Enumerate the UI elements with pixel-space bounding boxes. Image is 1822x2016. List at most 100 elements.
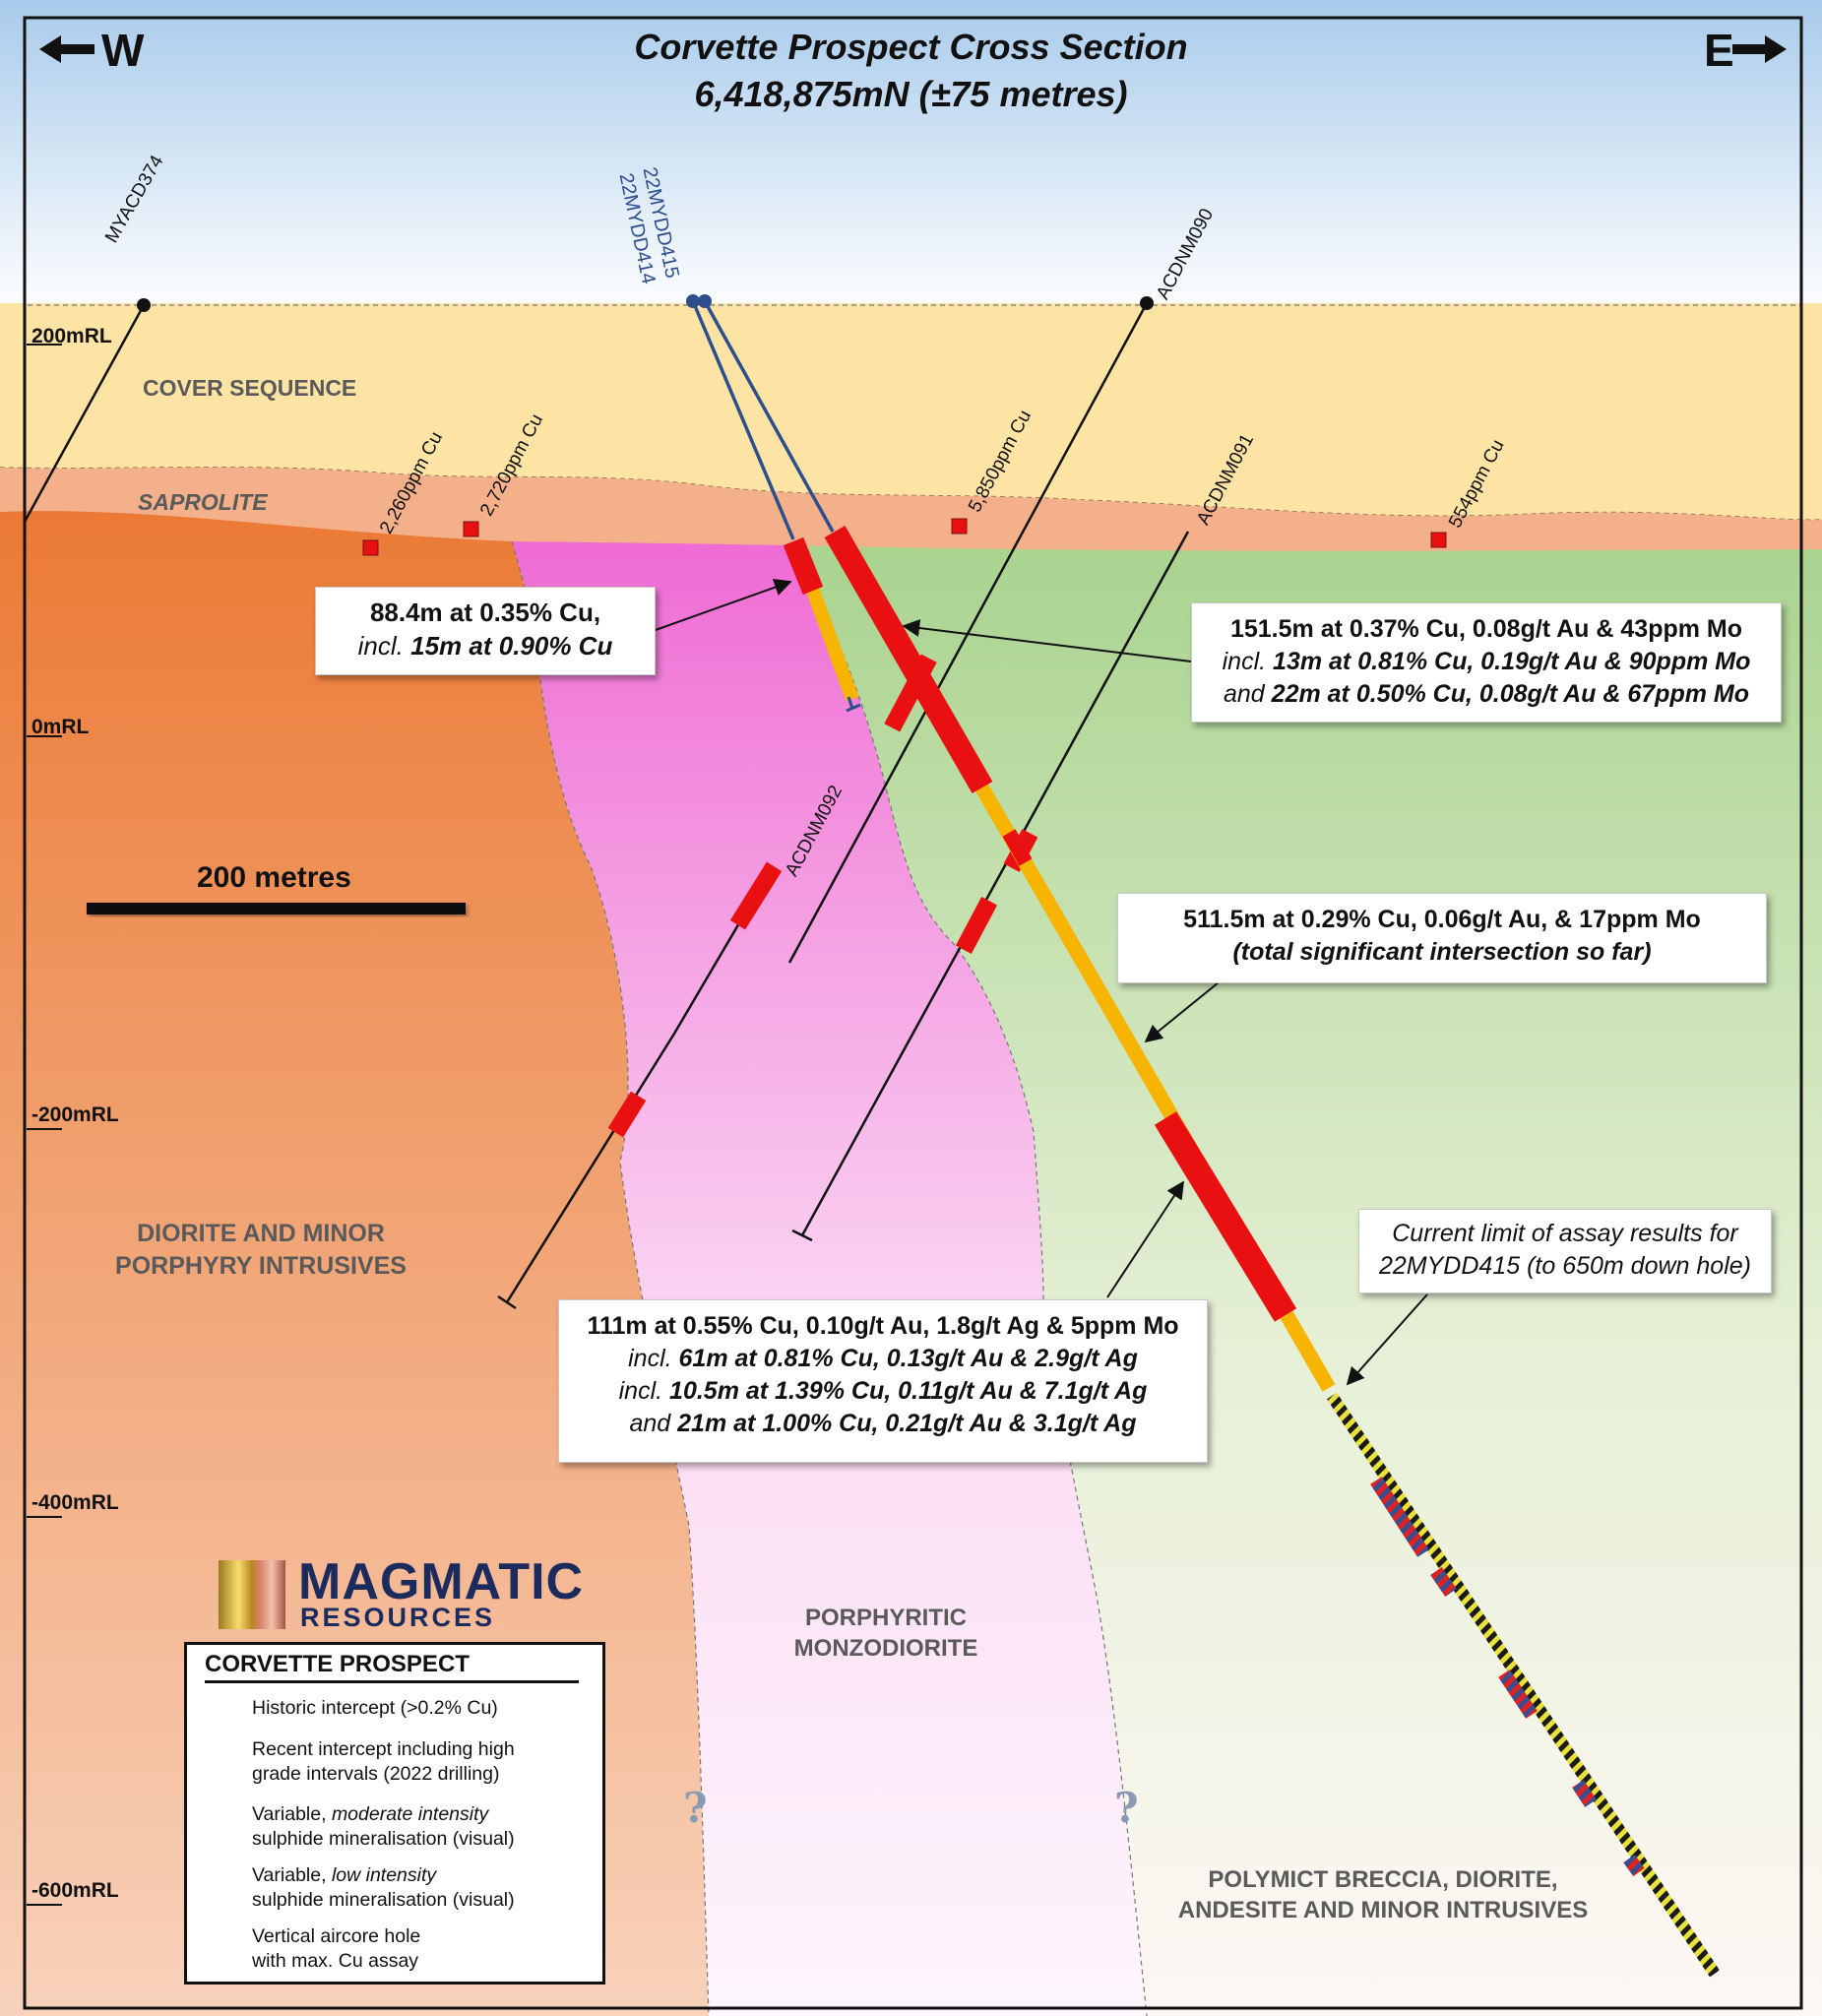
hole-end-acdnm092 — [497, 1294, 517, 1310]
collar-22mydd415 — [698, 294, 712, 308]
aircore-hole — [463, 521, 479, 537]
label-breccia-line1: POLYMICT BRECCIA, DIORITE, — [1208, 1866, 1558, 1893]
callout-assay-limit-line1: Current limit of assay results for — [1392, 1220, 1738, 1247]
legend-aircore: Vertical aircore hole with max. Cu assay — [252, 1924, 420, 1975]
cover-sequence — [0, 303, 1822, 527]
legend-historic: Historic intercept (>0.2% Cu) — [252, 1697, 498, 1719]
rl-label-0: 0mRL — [31, 716, 90, 738]
callout-arrow — [1346, 1293, 1428, 1386]
callout-22mydd415-lower-incl1: incl. — [628, 1345, 672, 1372]
legend-low-intensity: low intensity — [331, 1864, 437, 1886]
scale-bar-label: 200 metres — [197, 861, 351, 894]
logo-mark — [219, 1560, 285, 1629]
label-breccia: POLYMICT BRECCIA, DIORITE, ANDESITE AND … — [1166, 1864, 1600, 1925]
hole-end-22mydd414 — [847, 696, 854, 710]
callout-assay-limit: Current limit of assay results for 22MYD… — [1358, 1209, 1772, 1293]
legend-title: CORVETTE PROSPECT — [205, 1651, 579, 1683]
hole-acdnm092 — [505, 1033, 676, 1303]
label-monzodiorite-line2: MONZODIORITE — [793, 1635, 978, 1663]
callout-arrow — [902, 619, 1192, 662]
legend-recent: Recent intercept including high grade in… — [252, 1737, 515, 1788]
callout-22mydd415-lower-line1: 111m at 0.55% Cu, 0.10g/t Au, 1.8g/t Ag … — [587, 1312, 1179, 1340]
label-breccia-line2: ANDESITE AND MINOR INTRUSIVES — [1177, 1897, 1589, 1924]
intercept-22mydd415-red — [1002, 829, 1033, 866]
legend-moderate-line2: sulphide mineralisation (visual) — [252, 1828, 515, 1851]
callout-arrow — [655, 578, 792, 631]
hole-acdnm091 — [800, 531, 1190, 1236]
callout-22mydd415-upper-line1: 151.5m at 0.37% Cu, 0.08g/t Au & 43ppm M… — [1229, 615, 1743, 643]
saprolite-base — [0, 467, 1822, 551]
collar-22mydd414 — [686, 294, 700, 308]
intercept-22mydd415-red — [824, 526, 993, 793]
callout-22mydd414-incl: incl. — [357, 631, 404, 662]
historic-intercept — [607, 1091, 647, 1138]
moderate-intensity-sulphide — [1572, 1780, 1597, 1807]
legend-low: Variable, low intensity sulphide mineral… — [252, 1863, 515, 1914]
legend-moderate: Variable, moderate intensity sulphide mi… — [252, 1802, 515, 1853]
rl-label-neg200: -200mRL — [31, 1103, 119, 1126]
legend-aircore-line1: Vertical aircore hole — [252, 1925, 421, 1947]
aircore-hole — [362, 539, 379, 556]
callout-22mydd415-lower-and: and — [629, 1410, 671, 1437]
legend: CORVETTE PROSPECT Historic intercept (>0… — [184, 1642, 605, 1984]
collar-myacd374 — [137, 298, 151, 312]
east-label: E — [1704, 25, 1734, 76]
callout-22mydd415-upper-and: and — [1224, 680, 1265, 708]
east-arrow-icon — [1732, 35, 1787, 63]
callout-22mydd414-line2: 15m at 0.90% Cu — [410, 631, 613, 662]
west-label: W — [101, 25, 145, 76]
legend-low-pre: Variable, — [252, 1864, 327, 1886]
label-diorite-line2: PORPHYRY INTRUSIVES — [115, 1251, 407, 1280]
logo-resources: RESOURCES — [300, 1603, 496, 1632]
aircore-hole — [1430, 532, 1447, 548]
label-monzodiorite: PORPHYRITIC MONZODIORITE — [748, 1603, 1024, 1664]
hole-22mydd415 — [703, 300, 835, 533]
intercept-22mydd414-red — [783, 536, 824, 596]
unknown-contact-east: ? — [1114, 1784, 1139, 1832]
moderate-intensity-sulphide — [1623, 1854, 1645, 1877]
callout-22mydd415-lower-line3: 10.5m at 1.39% Cu, 0.11g/t Au & 7.1g/t A… — [669, 1377, 1148, 1405]
legend-moderate-intensity: moderate intensity — [331, 1803, 489, 1825]
contact-line-west — [511, 540, 710, 2016]
aircore-hole — [951, 518, 968, 535]
historic-intercept — [955, 897, 998, 954]
collar-acdnm090 — [1140, 296, 1154, 310]
callout-22mydd415-lower-line4: 21m at 1.00% Cu, 0.21g/t Au & 3.1g/t Ag — [677, 1410, 1137, 1437]
sky — [0, 0, 1822, 315]
moderate-intensity-sulphide — [1498, 1670, 1538, 1719]
callout-22mydd415-upper-line3: 22m at 0.50% Cu, 0.08g/t Au & 67ppm Mo — [1271, 680, 1749, 708]
hole-end-acdnm091 — [791, 1228, 813, 1242]
callout-arrow — [1106, 1180, 1184, 1298]
west-arrow-icon — [39, 35, 94, 63]
hole-acdnm090 — [787, 302, 1149, 964]
callout-22mydd414: 88.4m at 0.35% Cu, incl. 15m at 0.90% Cu — [315, 587, 656, 675]
legend-moderate-pre: Variable, — [252, 1803, 327, 1825]
callout-assay-limit-line2: 22MYDD415 (to 650m down hole) — [1379, 1252, 1751, 1280]
low-intensity-sulphide — [1326, 1392, 1721, 1978]
historic-intercept — [729, 861, 783, 930]
title-line1: Corvette Prospect Cross Section — [634, 27, 1188, 67]
rl-label-neg400: -400mRL — [31, 1491, 119, 1514]
scale-bar — [87, 903, 466, 914]
hole-22mydd414 — [691, 300, 795, 540]
label-diorite: DIORITE AND MINOR PORPHYRY INTRUSIVES — [108, 1218, 413, 1282]
callout-22mydd415-total: 511.5m at 0.29% Cu, 0.06g/t Au, & 17ppm … — [1117, 893, 1767, 983]
legend-recent-line2: grade intervals (2022 drilling) — [252, 1763, 500, 1786]
monzodiorite-unit — [512, 541, 1147, 2016]
callout-22mydd415-upper-incl: incl. — [1222, 648, 1267, 675]
title-line2: 6,418,875mN (±75 metres) — [694, 74, 1128, 114]
legend-recent-line1: Recent intercept including high — [252, 1738, 515, 1760]
callout-22mydd415-total-line2: (total significant intersection so far) — [1232, 938, 1652, 966]
callout-22mydd415-lower-incl2: incl. — [618, 1377, 663, 1405]
callout-22mydd414-line1: 88.4m at 0.35% Cu, — [369, 598, 601, 627]
callout-22mydd415-lower-line2: 61m at 0.81% Cu, 0.13g/t Au & 2.9g/t Ag — [678, 1345, 1138, 1372]
legend-low-line2: sulphide mineralisation (visual) — [252, 1889, 515, 1912]
moderate-intensity-sulphide — [1430, 1567, 1457, 1597]
callout-22mydd415-upper: 151.5m at 0.37% Cu, 0.08g/t Au & 43ppm M… — [1191, 602, 1782, 723]
label-cover-sequence: COVER SEQUENCE — [143, 375, 357, 401]
rl-label-neg600: -600mRL — [31, 1879, 119, 1902]
callout-22mydd415-lower: 111m at 0.55% Cu, 0.10g/t Au, 1.8g/t Ag … — [558, 1299, 1208, 1463]
callout-arrow — [1144, 981, 1220, 1043]
frame — [23, 16, 1803, 2010]
